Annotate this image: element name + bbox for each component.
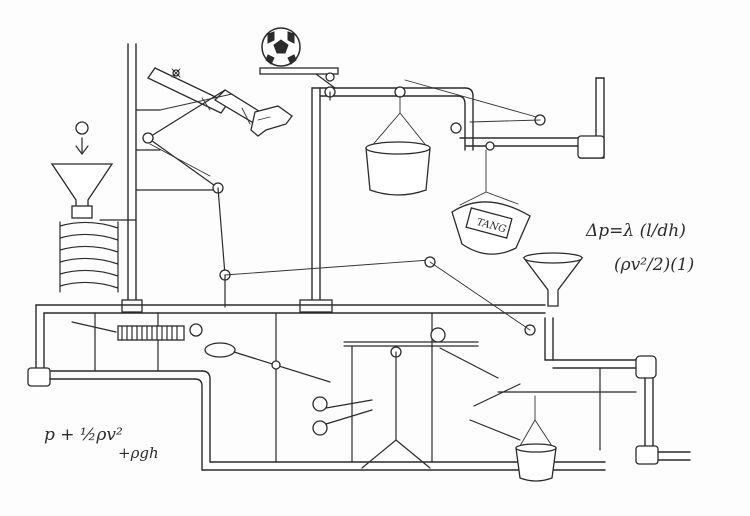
comb-ramp xyxy=(71,321,203,341)
soccer-ball xyxy=(261,27,301,67)
ball-shelf xyxy=(259,67,339,89)
formula-bernoulli: p + ½ρv² xyxy=(44,425,123,445)
spoon-scissors xyxy=(204,342,373,436)
left-funnel-spring xyxy=(50,121,119,293)
formula-bernoulli-term: +ρgh xyxy=(118,444,159,462)
left-tower xyxy=(99,43,221,313)
kicking-leg xyxy=(147,67,293,137)
tower-linkage xyxy=(142,89,233,308)
right-funnel-bowl xyxy=(497,252,691,482)
formula-dynamic-pressure: (ρv²/2)(1) xyxy=(614,255,694,275)
tang-bucket xyxy=(451,149,531,255)
center-frame xyxy=(299,86,474,313)
hanging-pot xyxy=(365,95,431,196)
formula-pressure-drop: Δp=λ (l/dh) xyxy=(585,221,686,241)
central-stand xyxy=(343,327,521,469)
upper-right-pipe xyxy=(404,77,605,159)
strings xyxy=(149,143,531,331)
main-pipe xyxy=(27,304,606,471)
